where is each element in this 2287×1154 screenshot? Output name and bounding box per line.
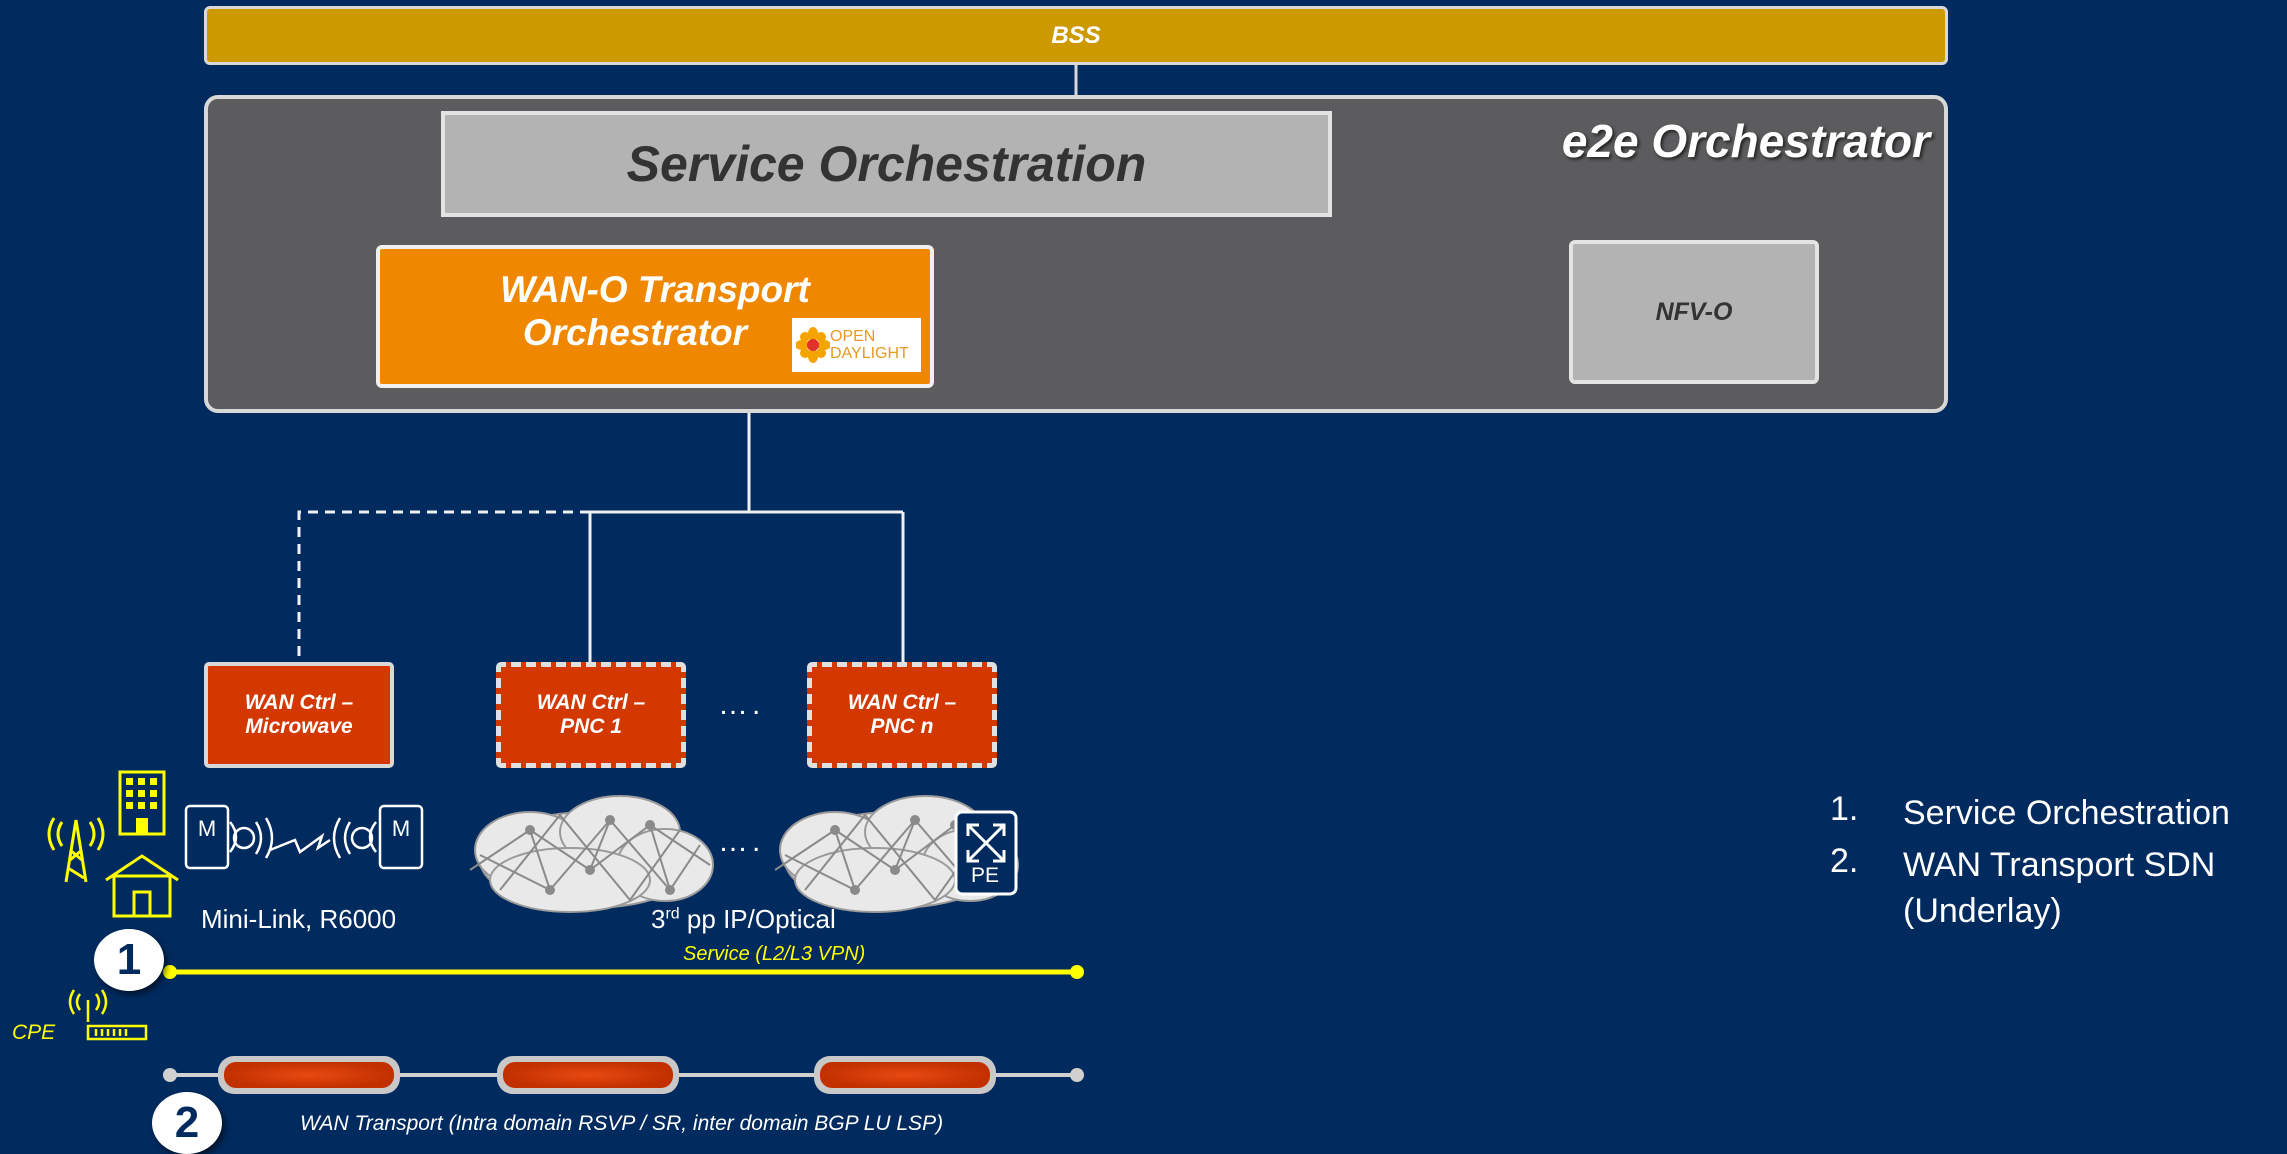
marker-2: 2 [152,1092,222,1154]
wan-transport-label: WAN Transport (Intra domain RSVP / SR, i… [300,1112,944,1135]
opendaylight-logo: OPEN DAYLIGHT [792,318,921,372]
ctrl-line1: WAN Ctrl – [536,691,646,714]
microwave-antenna-icon [184,804,274,870]
opendaylight-text: OPEN DAYLIGHT [830,328,909,362]
pe-router-icon [954,810,1018,896]
ip-optical-label: 3rd pp IP/Optical [651,904,836,935]
ctrl-line1: WAN Ctrl – [847,691,957,714]
wan-ctrl-microwave-box: WAN Ctrl –Microwave [204,662,394,768]
lsp-tunnel [218,1056,400,1094]
cloud-ellipsis: …. [718,825,765,858]
bss-bar: BSS [204,6,1948,65]
ctrl-line2: PNC 1 [560,715,622,738]
cpe-router-icon [68,989,148,1041]
list-item: 2. WAN Transport SDN (Underlay) [1830,842,2283,934]
ip-cloud-icon [469,795,714,913]
cpe-label: CPE [12,1021,56,1044]
building-icon [118,770,166,836]
list-item: 1. Service Orchestration [1830,790,2283,836]
wan-o-title: WAN-O Transport Orchestrator [460,268,850,354]
wan-ctrl-pnc1-box: WAN Ctrl –PNC 1 [496,662,686,768]
ctrl-line2: Microwave [245,715,353,738]
opendaylight-flower-icon [796,327,830,363]
list-item-number: 1. [1830,790,1859,828]
logo-line2: DAYLIGHT [830,345,909,362]
list-item-text: WAN Transport SDN (Underlay) [1903,846,2216,930]
wan-o-title-line1: WAN-O Transport [500,269,810,310]
microwave-antenna-icon [332,804,424,870]
ctrl-line1: WAN Ctrl – [244,691,354,714]
microwave-icon-label: M [392,816,410,841]
list-item-number: 2. [1830,842,1859,880]
logo-line1: OPEN [830,328,876,345]
radio-link-icon [269,832,331,854]
wan-o-title-line2: Orchestrator [522,312,748,353]
service-line-label: Service (L2/L3 VPN) [683,943,866,965]
ipopt-prefix: 3 [651,904,666,934]
nfv-o-box: NFV-O [1569,240,1819,384]
wan-ctrl-pncn-box: WAN Ctrl –PNC n [807,662,997,768]
service-orchestration-box: Service Orchestration [441,111,1332,217]
house-icon [105,854,179,918]
cell-tower-icon [47,817,105,883]
ipopt-sup: rd [665,905,680,923]
numbered-list: 1. Service Orchestration 2. WAN Transpor… [1830,790,2283,940]
controller-ellipsis: …. [718,688,765,721]
ctrl-line2: PNC n [870,715,934,738]
marker-1: 1 [94,929,164,991]
e2e-orchestrator-title: e2e Orchestrator [1561,115,1930,167]
lsp-tunnel [814,1056,996,1094]
minilink-label: Mini-Link, R6000 [201,904,397,934]
microwave-icon-label: M [198,816,216,841]
lsp-tunnel [497,1056,679,1094]
pe-label: PE [971,864,1000,887]
list-item-text: Service Orchestration [1903,794,2230,832]
ipopt-suffix: pp IP/Optical [679,904,836,934]
